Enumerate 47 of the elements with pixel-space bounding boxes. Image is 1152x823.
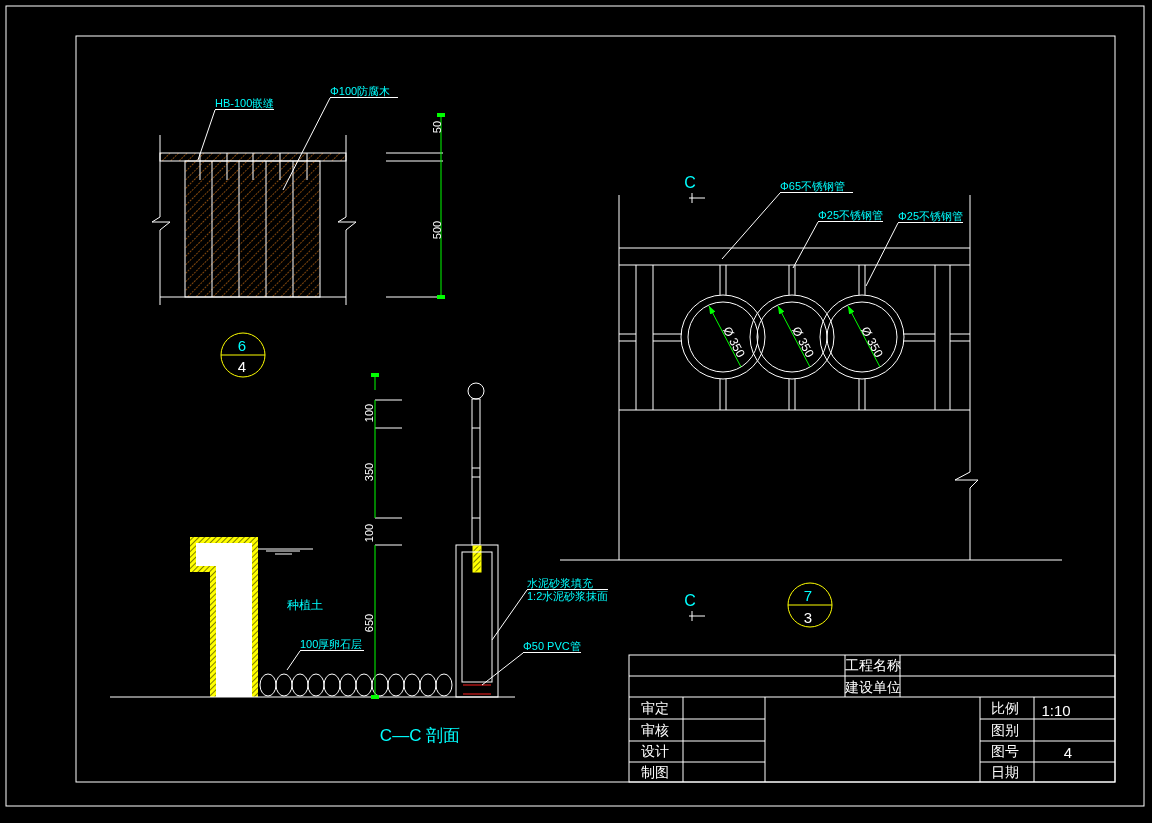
title-block-label: 设计	[641, 744, 669, 758]
title-block-label: 比例	[991, 701, 1019, 715]
material-note: Φ25不锈钢管	[898, 210, 963, 223]
dimension-text: 100	[363, 523, 375, 543]
title-block-value: 1:10	[1041, 702, 1071, 718]
foundation-box	[461, 551, 493, 683]
dimension-text: 650	[363, 613, 375, 633]
dimension-text: 500	[431, 220, 443, 240]
section-mark-letter: C	[684, 593, 696, 609]
leader-line	[491, 589, 528, 641]
title-block-label: 建设单位	[845, 680, 901, 694]
title-block-label: 工程名称	[845, 658, 901, 672]
leader-line	[197, 109, 216, 161]
dimension-text: Ø 350	[790, 324, 816, 360]
leader-line	[282, 97, 331, 191]
title-block-label: 图号	[991, 744, 1019, 758]
dimension-text: 100	[363, 403, 375, 423]
sheet-number: 3	[803, 609, 813, 625]
material-note: Φ65不锈钢管	[780, 180, 853, 193]
title-block-label: 审定	[641, 701, 669, 715]
leader-line	[721, 192, 781, 260]
title-block-label: 制图	[641, 765, 669, 779]
title-block-label: 审核	[641, 723, 669, 737]
material-note: 100厚卵石层	[300, 638, 364, 651]
title-block-value: 4	[1063, 744, 1073, 760]
material-note: Φ100防腐木	[330, 85, 398, 98]
material-note: HB-100嵌缝	[215, 97, 275, 110]
section-title: C—C 剖面	[379, 726, 461, 744]
detail-number: 7	[803, 587, 813, 603]
leader-line	[865, 222, 899, 287]
title-block-label: 日期	[991, 765, 1019, 779]
dimension-text: Ø 350	[721, 324, 747, 360]
leader-line	[792, 221, 819, 269]
detail-number: 6	[237, 337, 247, 353]
material-note: 水泥砂浆填充 1:2水泥砂浆抹面	[527, 577, 609, 602]
sheet-number: 4	[237, 358, 247, 374]
material-note: Φ25不锈钢管	[818, 209, 883, 222]
dimension-text: 50	[431, 120, 443, 134]
leader-line	[481, 652, 524, 686]
leader-line	[286, 650, 301, 671]
material-note: Φ50 PVC管	[523, 640, 581, 653]
dimension-text: Ø 350	[859, 324, 885, 360]
title-block-label: 图别	[991, 723, 1019, 737]
material-note: 种植土	[287, 599, 323, 611]
section-mark-letter: C	[684, 175, 696, 191]
pvc-pipe	[462, 684, 492, 695]
dimension-text: 350	[363, 462, 375, 482]
